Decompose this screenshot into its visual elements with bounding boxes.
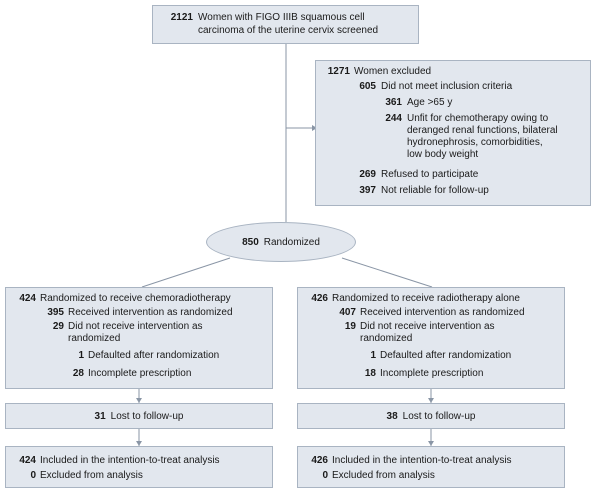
excluded-unreliable-label: Not reliable for follow-up — [381, 185, 489, 196]
right-lost-box: 38 Lost to follow-up — [297, 403, 565, 429]
connector-to-right-arm — [341, 257, 433, 288]
right-not-received-count: 19 — [344, 321, 356, 332]
left-not-received-label-1: Did not receive intervention as — [68, 321, 203, 332]
right-incomplete-label: Incomplete prescription — [380, 368, 484, 379]
left-lost-label: Lost to follow-up — [110, 410, 184, 422]
left-incomplete-count: 28 — [72, 368, 84, 379]
left-received-label: Received intervention as randomized — [68, 307, 233, 318]
left-not-received-label-2: randomized — [68, 333, 121, 344]
right-arm-count: 426 — [311, 293, 328, 304]
excluded-refused-label: Refused to participate — [381, 169, 479, 180]
excluded-unfit-label-3: hydronephrosis, comorbidities, — [407, 137, 543, 148]
left-defaulted-count: 1 — [78, 350, 84, 361]
left-not-received-count: 29 — [52, 321, 64, 332]
excluded-unfit-label-1: Unfit for chemotherapy owing to — [407, 113, 549, 124]
left-incomplete-label: Incomplete prescription — [88, 368, 192, 379]
excluded-unfit-label-4: low body weight — [407, 149, 479, 160]
randomized-count: 850 — [242, 236, 259, 248]
right-received-count: 407 — [339, 307, 356, 318]
right-excl-count: 0 — [322, 470, 328, 481]
screened-count: 2121 — [170, 12, 193, 23]
left-excl-count: 0 — [30, 470, 36, 481]
randomized-label: Randomized — [263, 236, 320, 248]
excluded-box: 1271 Women excluded 605 Did not meet inc… — [315, 60, 591, 206]
connector-to-left-arm — [141, 257, 231, 288]
screened-box: 2121 Women with FIGO IIIB squamous cell … — [152, 5, 419, 44]
excluded-total-count: 1271 — [327, 66, 350, 77]
right-received-label: Received intervention as randomized — [360, 307, 525, 318]
right-arm-box: 426 Randomized to receive radiotherapy a… — [297, 287, 565, 389]
left-defaulted-label: Defaulted after randomization — [88, 350, 220, 361]
right-lost-count: 38 — [386, 410, 398, 422]
right-defaulted-count: 1 — [370, 350, 376, 361]
right-not-received-label-1: Did not receive intervention as — [360, 321, 495, 332]
excluded-total-label: Women excluded — [354, 66, 432, 77]
right-defaulted-label: Defaulted after randomization — [380, 350, 512, 361]
excluded-criteria-count: 605 — [359, 81, 376, 92]
arrow-excluded — [312, 125, 317, 131]
excluded-unreliable-count: 397 — [359, 185, 376, 196]
right-lost-label: Lost to follow-up — [402, 410, 476, 422]
left-lost-box: 31 Lost to follow-up — [5, 403, 273, 429]
right-incomplete-count: 18 — [364, 368, 376, 379]
excluded-criteria-label: Did not meet inclusion criteria — [381, 81, 513, 92]
right-not-received-label-2: randomized — [360, 333, 413, 344]
screened-label-2: carcinoma of the uterine cervix screened — [198, 25, 379, 36]
left-excl-label: Excluded from analysis — [40, 470, 143, 481]
right-itt-count: 426 — [311, 455, 328, 466]
excluded-age-count: 361 — [385, 97, 402, 108]
excluded-refused-count: 269 — [359, 169, 376, 180]
right-arm-label: Randomized to receive radiotherapy alone — [332, 293, 520, 304]
randomized-node: 850 Randomized — [206, 222, 356, 262]
screened-label-1: Women with FIGO IIIB squamous cell — [198, 12, 365, 23]
excluded-unfit-label-2: deranged renal functions, bilateral — [407, 125, 558, 136]
excluded-unfit-count: 244 — [385, 113, 402, 124]
left-arm-box: 424 Randomized to receive chemoradiother… — [5, 287, 273, 389]
left-arm-count: 424 — [19, 293, 36, 304]
left-lost-count: 31 — [94, 410, 106, 422]
right-analysis-box: 426 Included in the intention-to-treat a… — [297, 446, 565, 488]
left-received-count: 395 — [47, 307, 64, 318]
excluded-age-label: Age >65 y — [407, 97, 453, 108]
arrow-right-2 — [428, 441, 434, 446]
arrow-left-1 — [136, 398, 142, 403]
left-itt-label: Included in the intention-to-treat analy… — [40, 455, 220, 466]
left-analysis-box: 424 Included in the intention-to-treat a… — [5, 446, 273, 488]
left-itt-count: 424 — [19, 455, 36, 466]
right-excl-label: Excluded from analysis — [332, 470, 435, 481]
right-itt-label: Included in the intention-to-treat analy… — [332, 455, 512, 466]
left-arm-label: Randomized to receive chemoradiotherapy — [40, 293, 231, 304]
arrow-left-2 — [136, 441, 142, 446]
arrow-right-1 — [428, 398, 434, 403]
